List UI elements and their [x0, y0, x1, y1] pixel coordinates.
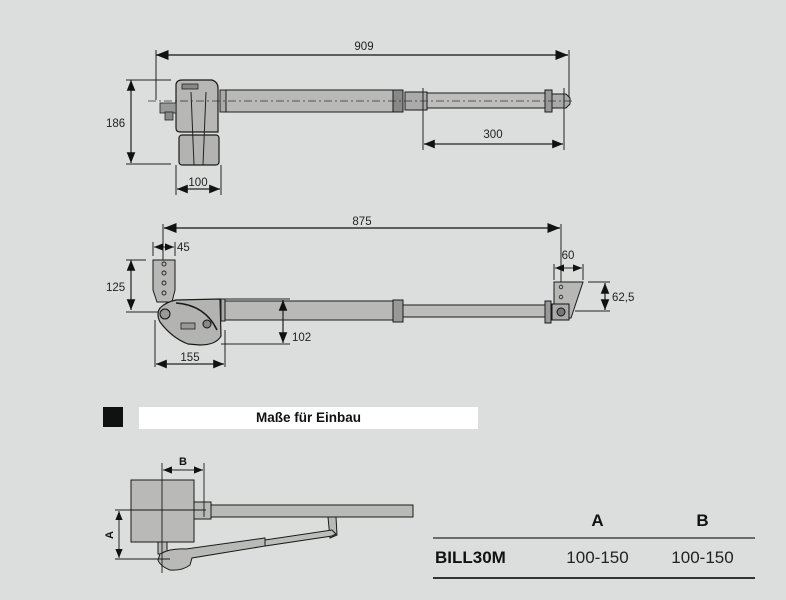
install-diagram: B A	[104, 456, 414, 573]
dim-909: 909	[354, 41, 373, 53]
label-b: B	[179, 456, 187, 468]
cell-model: BILL30M	[433, 538, 545, 579]
dim-60: 60	[562, 250, 575, 262]
dim-300: 300	[483, 129, 502, 141]
side-view-drawing: 875 45 125 102	[106, 216, 634, 369]
header-blank	[433, 505, 545, 539]
dim-45: 45	[177, 242, 190, 254]
dimensions-table-container: A B BILL30M 100-150 100-150	[433, 505, 755, 579]
cell-b: 100-150	[650, 538, 755, 579]
dim-125: 125	[106, 282, 125, 294]
dimensions-table: A B BILL30M 100-150 100-150	[433, 505, 755, 579]
top-view-drawing: 909 186 100 300	[106, 41, 575, 195]
section-title: Maße für Einbau	[139, 407, 478, 429]
section-marker	[103, 407, 123, 427]
dim-155: 155	[180, 352, 199, 364]
section-square-icon	[103, 407, 123, 427]
dim-62-5: 62,5	[612, 292, 634, 304]
dim-100: 100	[188, 177, 207, 189]
header-a: A	[545, 505, 650, 539]
cell-a: 100-150	[545, 538, 650, 579]
table-row: BILL30M 100-150 100-150	[433, 538, 755, 579]
dim-102: 102	[292, 332, 311, 344]
dim-875: 875	[352, 216, 371, 228]
header-b: B	[650, 505, 755, 539]
dim-186: 186	[106, 118, 125, 130]
table-header-row: A B	[433, 505, 755, 539]
label-a: A	[104, 531, 116, 539]
